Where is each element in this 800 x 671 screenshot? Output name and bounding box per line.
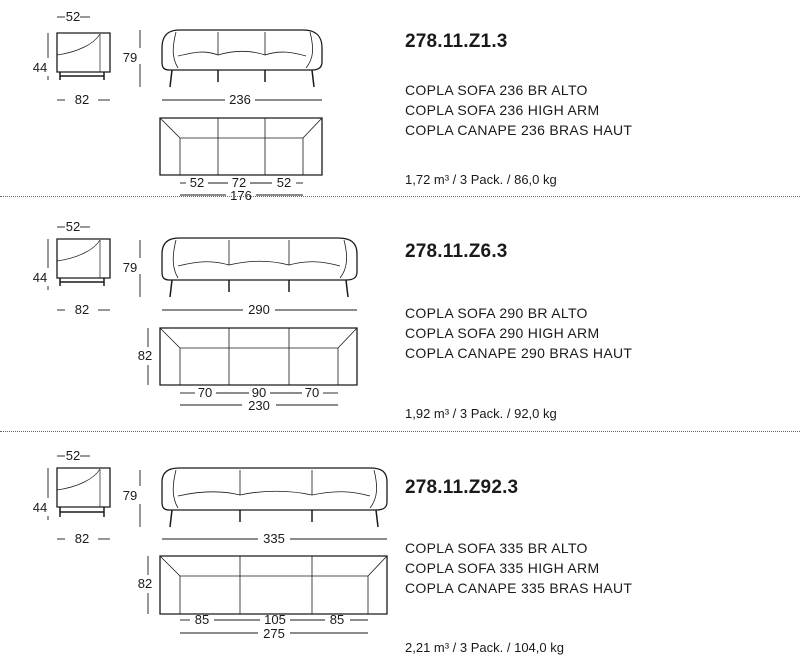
front-view-seat-line	[177, 490, 371, 497]
section-divider	[0, 196, 800, 197]
plan-depth-label: 82	[138, 576, 152, 591]
product-block: 52 44 82 79 236 52 72 52 176 278.11.Z1.3…	[0, 0, 800, 215]
side-view-seat	[56, 33, 101, 56]
total-width-label: 335	[263, 531, 285, 546]
inner-width-label: 176	[230, 188, 252, 203]
side-height-label: 44	[33, 270, 47, 285]
arm-left-label: 52	[190, 175, 204, 190]
product-names: COPLA SOFA 290 BR ALTO COPLA SOFA 290 HI…	[405, 303, 632, 363]
total-width-label: 290	[248, 302, 270, 317]
product-name-en: COPLA SOFA 335 HIGH ARM	[405, 560, 600, 576]
front-view-outline	[161, 467, 388, 511]
product-block: 52 44 82 79 290 82 70 90 70 230 278.11.Z…	[0, 210, 800, 425]
packaging-info: 2,21 m³ / 3 Pack. / 104,0 kg	[405, 640, 564, 655]
product-names: COPLA SOFA 236 BR ALTO COPLA SOFA 236 HI…	[405, 80, 632, 140]
plan-depth-label: 82	[138, 348, 152, 363]
product-names: COPLA SOFA 335 BR ALTO COPLA SOFA 335 HI…	[405, 538, 632, 598]
front-view-outline	[161, 237, 358, 281]
section-divider	[0, 431, 800, 432]
side-view-outline	[56, 238, 111, 279]
product-name-it: COPLA SOFA 236 BR ALTO	[405, 82, 588, 98]
side-view-seat	[56, 239, 101, 262]
total-height-label: 79	[123, 260, 137, 275]
product-name-en: COPLA SOFA 290 HIGH ARM	[405, 325, 600, 341]
inner-width-label: 230	[248, 398, 270, 413]
packaging-info: 1,72 m³ / 3 Pack. / 86,0 kg	[405, 172, 557, 187]
side-view-outline	[56, 32, 111, 73]
product-code: 278.11.Z92.3	[405, 477, 519, 498]
front-view-seat-line	[177, 260, 341, 267]
product-drawing: 52 44 82 79 335 82 85 105 85 275	[33, 448, 388, 641]
product-drawing: 52 44 82 79 236 52 72 52 176	[33, 9, 323, 203]
product-name-fr: COPLA CANAPE 236 BRAS HAUT	[405, 122, 633, 138]
side-width-label: 52	[66, 219, 80, 234]
product-block: 52 44 82 79 335 82 85 105 85 275 278.11.…	[0, 440, 800, 655]
total-width-label: 236	[229, 92, 251, 107]
inner-width-label: 275	[263, 626, 285, 641]
middle-seat-label: 90	[252, 385, 266, 400]
arm-right-label: 85	[330, 612, 344, 627]
arm-right-label: 70	[305, 385, 319, 400]
front-view-seat-line	[177, 50, 307, 57]
side-height-label: 44	[33, 500, 47, 515]
product-name-fr: COPLA CANAPE 290 BRAS HAUT	[405, 345, 633, 361]
total-height-label: 79	[123, 50, 137, 65]
product-name-it: COPLA SOFA 290 BR ALTO	[405, 305, 588, 321]
product-code: 278.11.Z6.3	[405, 241, 508, 262]
product-name-fr: COPLA CANAPE 335 BRAS HAUT	[405, 580, 633, 596]
product-name-en: COPLA SOFA 236 HIGH ARM	[405, 102, 600, 118]
product-drawing: 52 44 82 79 290 82 70 90 70 230	[33, 219, 358, 413]
side-width-label: 52	[66, 9, 80, 24]
plan-view-outline	[159, 327, 358, 386]
middle-seat-label: 105	[264, 612, 286, 627]
product-name-it: COPLA SOFA 335 BR ALTO	[405, 540, 588, 556]
arm-right-label: 52	[277, 175, 291, 190]
arm-left-label: 85	[195, 612, 209, 627]
product-code: 278.11.Z1.3	[405, 31, 508, 52]
side-height-label: 44	[33, 60, 47, 75]
total-height-label: 79	[123, 488, 137, 503]
plan-view-outline	[159, 555, 388, 615]
side-depth-label: 82	[75, 531, 89, 546]
plan-view-outline	[159, 117, 323, 176]
packaging-info: 1,92 m³ / 3 Pack. / 92,0 kg	[405, 406, 557, 421]
arm-left-label: 70	[198, 385, 212, 400]
side-view-outline	[56, 467, 111, 508]
side-depth-label: 82	[75, 302, 89, 317]
middle-seat-label: 72	[232, 175, 246, 190]
side-view-seat	[56, 468, 101, 491]
side-depth-label: 82	[75, 92, 89, 107]
front-view-outline	[161, 29, 323, 71]
side-width-label: 52	[66, 448, 80, 463]
